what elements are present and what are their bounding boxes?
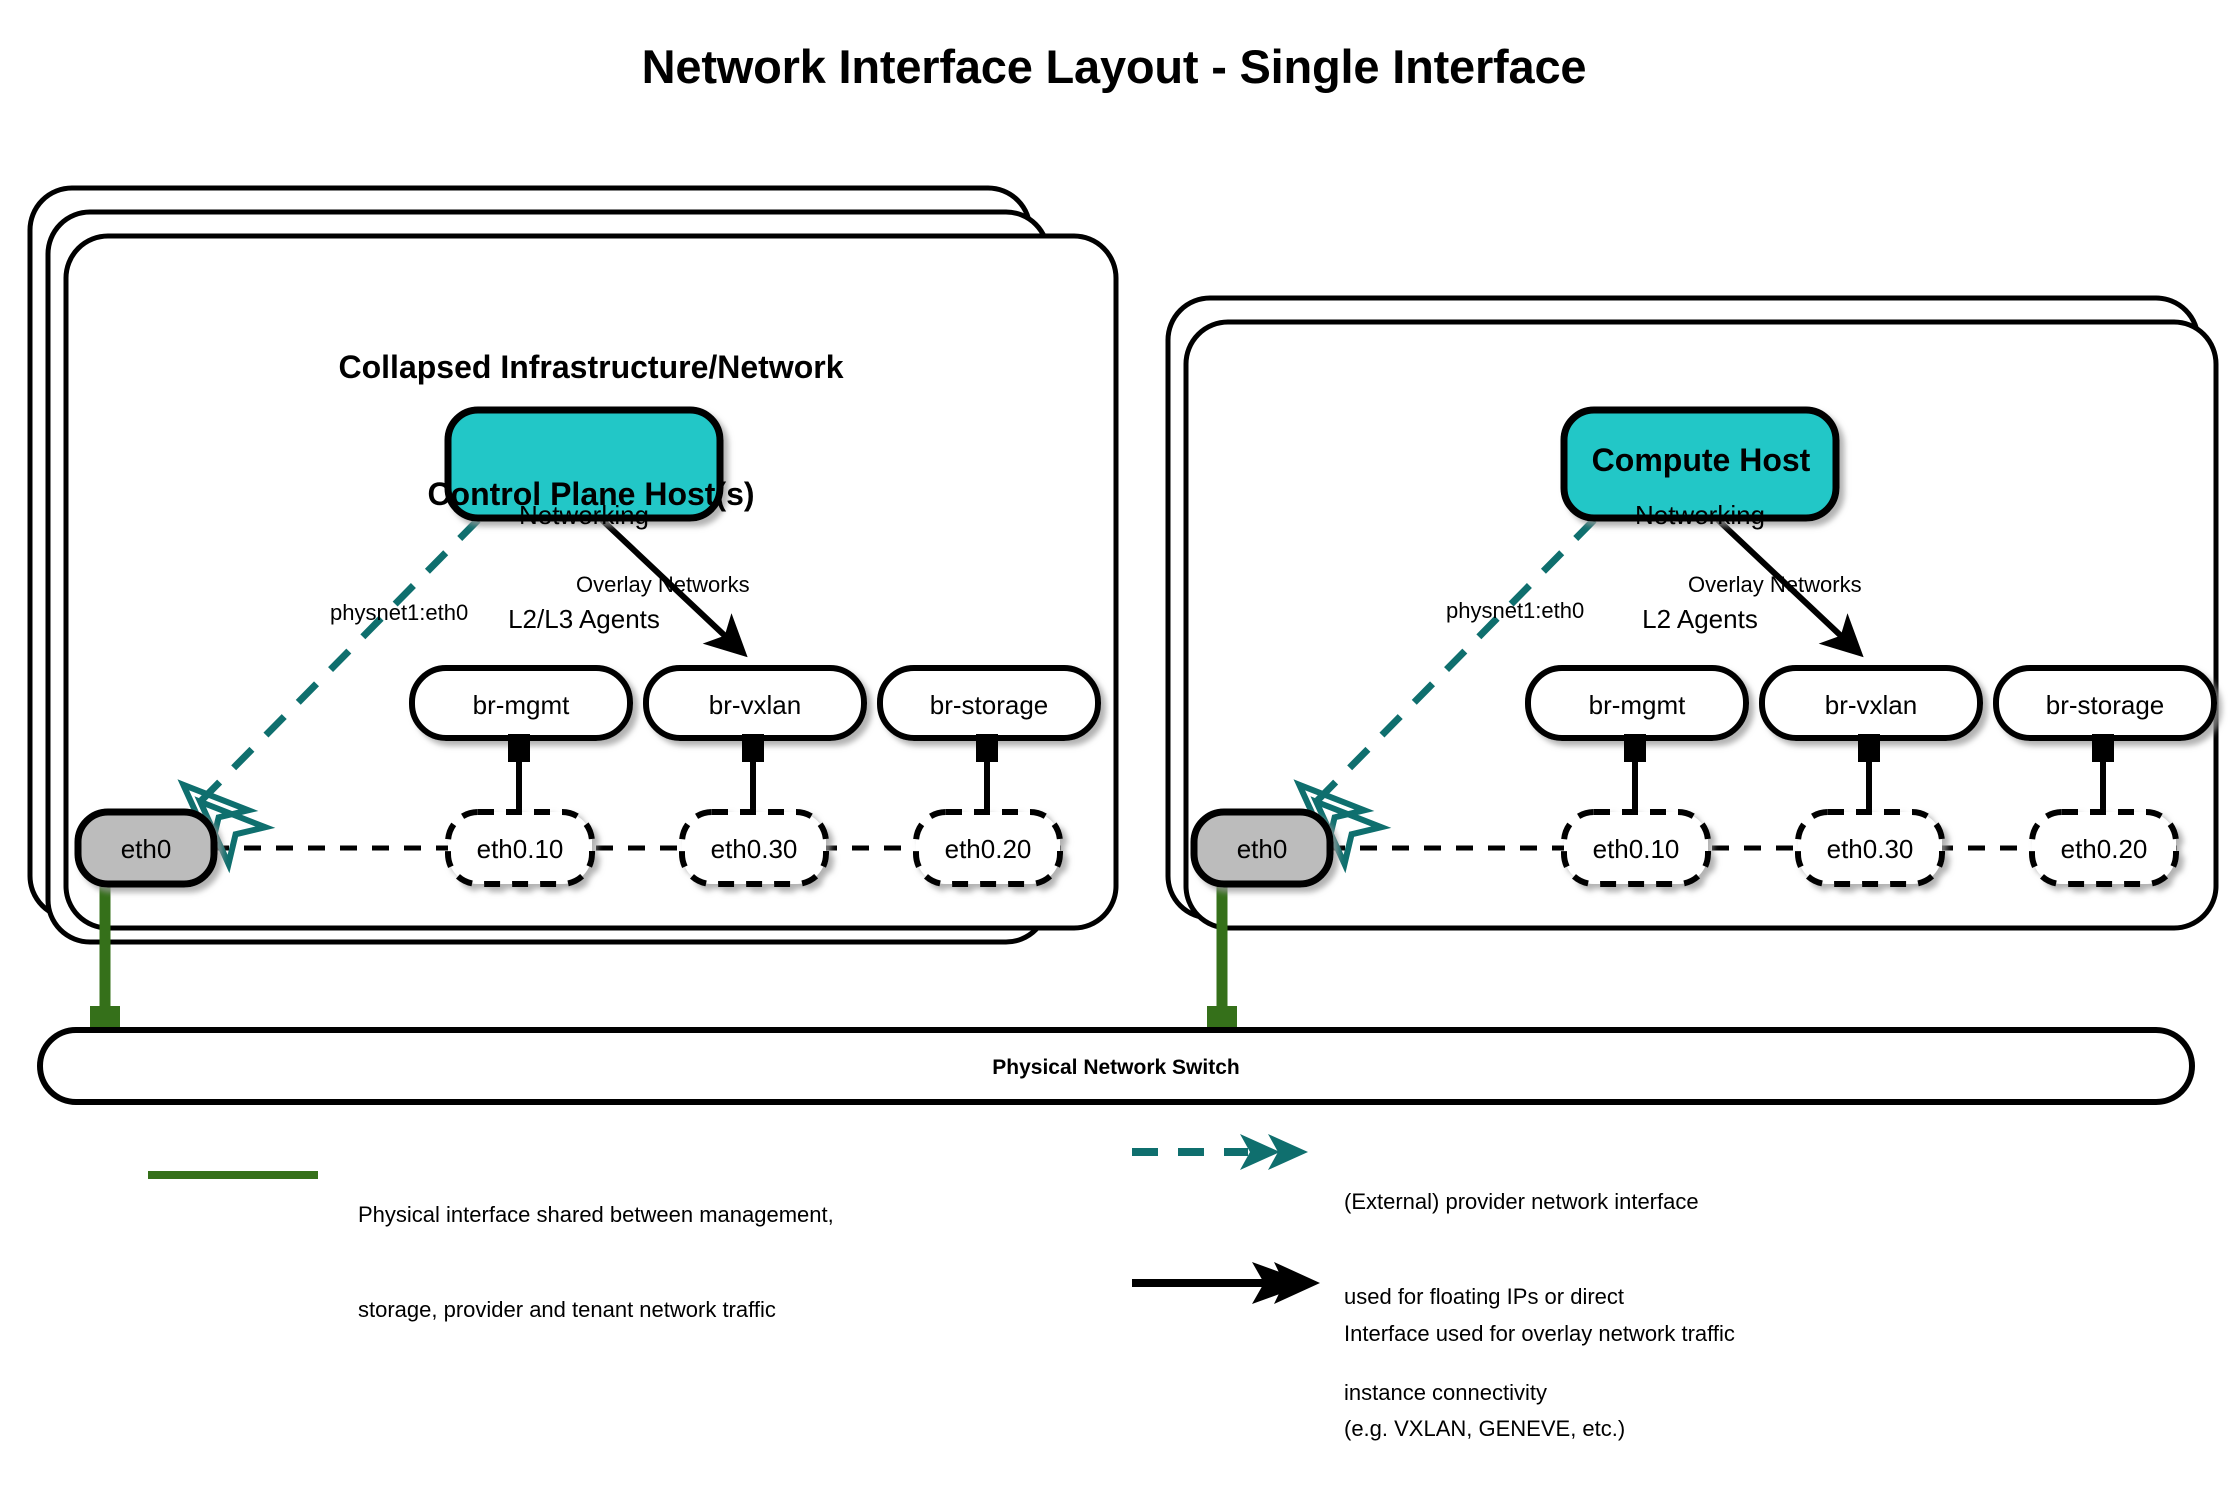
agents-label-line1: Networking [518,499,650,530]
nic-label-eth0-left: eth0 [120,834,172,864]
overlay-network-arrow-left [599,517,748,658]
legend-glyph-overlay-interface [1132,1262,1320,1304]
legend-physical-line2: storage, provider and tenant network tra… [358,1297,776,1323]
edge-label-overlay-right: Overlay Networks [1688,572,1862,597]
agents-box-compute [1560,406,1840,522]
bridge-label-br-storage-left: br-storage [929,690,1049,720]
nic-eth0-right [1190,808,1334,888]
host-title-line2: Control Plane Host(s) [427,476,755,513]
vlan-iface-eth0-30-left [679,809,829,887]
vlan-label-eth0-30-left: eth0.30 [710,834,798,864]
vlan-label-eth0-20-left: eth0.20 [944,834,1032,864]
agents-label-line2: L2/L3 Agents [508,604,660,635]
bridge-label-br-mgmt-left: br-mgmt [472,690,570,720]
edge-label-physnet-right: physnet1:eth0 [1446,598,1585,623]
vlan-label-eth0-20-right: eth0.20 [2060,834,2148,864]
host-card-stack-compute [1165,295,2219,931]
legend-physical-line1: Physical interface shared between manage… [358,1201,834,1227]
page-title: Network Interface Layout - Single Interf… [641,40,1587,93]
edge-label-physnet-left: physnet1:eth0 [330,600,469,625]
host-title-control-plane: Collapsed Infrastructure/Network Control… [66,262,1116,600]
vlan-iface-eth0-30-right [1795,809,1945,887]
agents-box-control-plane [444,406,724,522]
host-title-compute-line1: Compute Host [1591,442,1811,479]
legend-overlay-line1: Interface used for overlay network traff… [1344,1320,1735,1346]
diagram-graphics [27,185,2219,1304]
legend-text-physical-interface: Physical interface shared between manage… [358,1135,834,1390]
legend-provider-line1: (External) provider network interface [1344,1188,1699,1214]
host-card-stack-control-plane [27,185,1119,945]
agents-label-compute-line2: L2 Agents [1642,604,1758,635]
vlan-iface-eth0-10-left [445,809,595,887]
legend-text-provider-interface: (External) provider network interface us… [1344,1122,1699,1473]
agents-label-compute: Networking L2 Agents [1564,428,1836,707]
legend-provider-line2: used for floating IPs or direct [1344,1284,1625,1310]
physical-network-switch-bar [37,1027,2195,1105]
diagram-canvas: Network Interface Layout - Single Interf… [27,40,2219,1441]
vlan-label-eth0-30-right: eth0.30 [1826,834,1914,864]
bridge-label-br-storage-right: br-storage [2045,690,2165,720]
bridge-label-br-vxlan-left: br-vxlan [708,690,802,720]
vlan-iface-eth0-10-right [1561,809,1711,887]
vlan-iface-eth0-20-left [913,809,1063,887]
nic-label-eth0-right: eth0 [1236,834,1288,864]
bridge-label-br-vxlan-right: br-vxlan [1824,690,1918,720]
nic-eth0-left [74,808,218,888]
legend-text-overlay-interface: Interface used for overlay network traff… [1344,1254,1735,1509]
bridge-label-br-mgmt-right: br-mgmt [1588,690,1686,720]
overlay-network-arrow-right [1715,517,1864,658]
vlan-iface-eth0-20-right [2029,809,2179,887]
legend-overlay-line2: (e.g. VXLAN, GENEVE, etc.) [1344,1416,1626,1442]
host-title-compute: Compute Host [1186,355,2216,566]
legend-glyph-provider-interface [1132,1134,1308,1170]
host-card-front-control-plane [63,233,1119,931]
physical-network-switch-label: Physical Network Switch [992,1056,1240,1079]
edge-label-overlay-left: Overlay Networks [576,572,750,597]
vlan-label-eth0-10-left: eth0.10 [476,834,564,864]
agents-label-control-plane: Networking L2/L3 Agents [448,428,720,707]
host-card-front-compute [1183,319,2219,931]
agents-label-compute-line1: Networking [1634,499,1766,530]
host-title-line1: Collapsed Infrastructure/Network [338,349,844,386]
vlan-label-eth0-10-right: eth0.10 [1592,834,1680,864]
